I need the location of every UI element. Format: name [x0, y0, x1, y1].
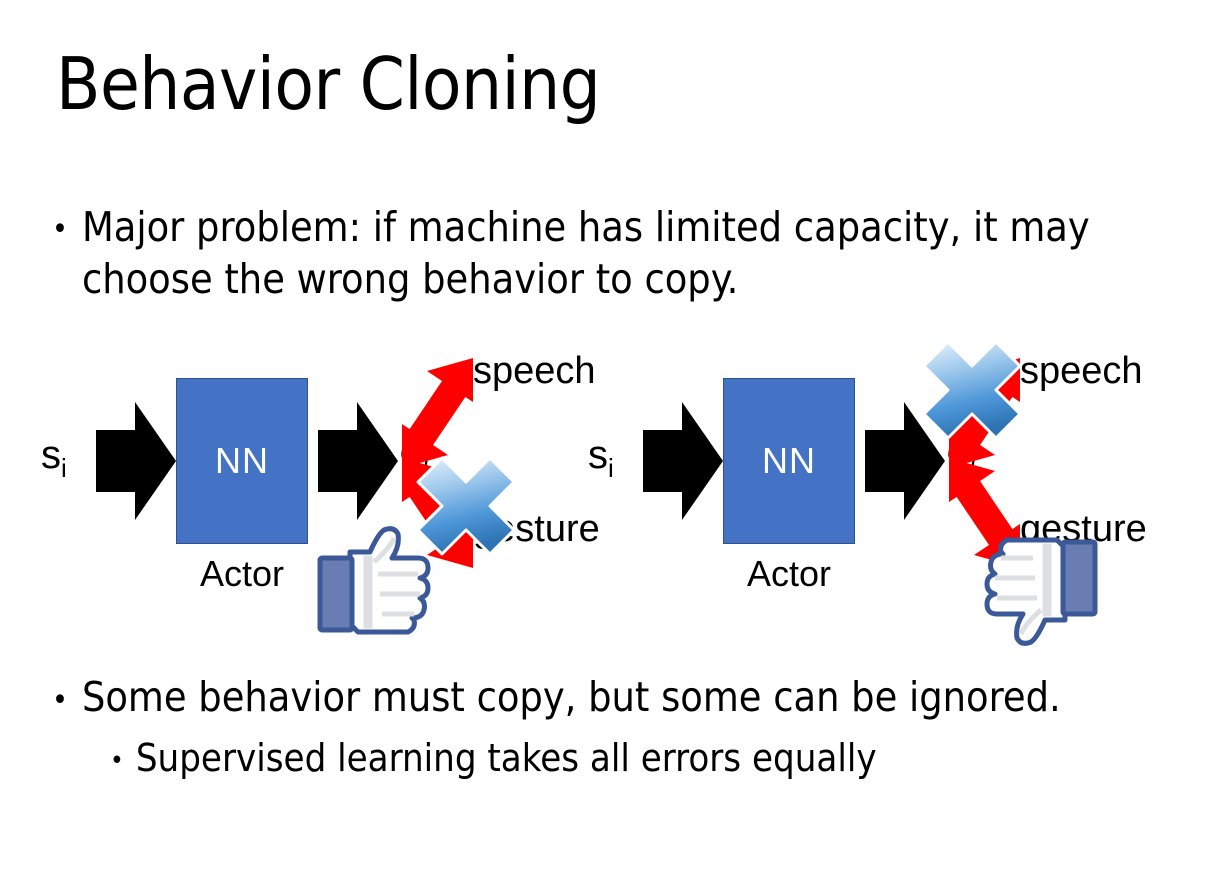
action-subscript: i	[969, 446, 977, 478]
state-symbol: s	[588, 433, 608, 477]
state-input-label: si	[588, 435, 614, 481]
list-item: • Supervised learning takes all errors e…	[110, 735, 1170, 783]
nn-box: NN	[176, 378, 308, 544]
arrow-nn-to-output	[865, 402, 945, 520]
bullet-list-bottom-level2: • Supervised learning takes all errors e…	[110, 735, 1170, 783]
bullet-text: Major problem: if machine has limited ca…	[81, 203, 1090, 304]
cross-out-speech-icon	[922, 340, 1022, 440]
branch-label-speech: speech	[473, 350, 596, 392]
bullet-text: Supervised learning takes all errors equ…	[135, 736, 877, 780]
bullet-list-top: • Major problem: if machine has limited …	[52, 201, 1112, 306]
nn-box: NN	[723, 378, 855, 544]
bullet-list-bottom-level1: • Some behavior must copy, but some can …	[52, 672, 1162, 723]
thumbs-up-icon	[317, 526, 431, 635]
nn-box-label: NN	[762, 440, 816, 481]
cross-out-gesture-icon	[416, 456, 516, 556]
diagram-behavior-cloning-bad: si NN Actor âi speech gesture	[565, 340, 1165, 646]
arrow-nn-to-output	[318, 402, 398, 520]
actor-caption: Actor	[747, 553, 832, 594]
diagram-left-graphics	[96, 358, 516, 635]
state-input-label: si	[41, 435, 67, 481]
bullet-marker-icon: •	[110, 746, 124, 776]
page-title: Behavior Cloning	[56, 42, 601, 126]
nn-box-label: NN	[215, 440, 269, 481]
arrow-input-to-nn	[96, 402, 176, 520]
arrow-input-to-nn	[643, 402, 723, 520]
diagram-right-graphics	[643, 340, 1098, 646]
arrow-branch-speech	[402, 358, 473, 468]
action-subscript: i	[422, 446, 430, 478]
bullet-text: Some behavior must copy, but some can be…	[81, 673, 1061, 721]
state-subscript: i	[608, 453, 614, 483]
state-symbol: s	[41, 433, 61, 477]
diagram-behavior-cloning-good: si NN Actor âi speech gesture	[18, 340, 618, 640]
thumbs-down-icon	[984, 537, 1098, 646]
actor-caption: Actor	[200, 553, 285, 594]
bullet-marker-icon: •	[52, 212, 68, 247]
state-subscript: i	[61, 453, 67, 483]
branch-label-speech: speech	[1020, 350, 1143, 392]
list-item: • Some behavior must copy, but some can …	[52, 672, 1162, 723]
bullet-marker-icon: •	[52, 683, 68, 718]
list-item: • Major problem: if machine has limited …	[52, 201, 1112, 306]
